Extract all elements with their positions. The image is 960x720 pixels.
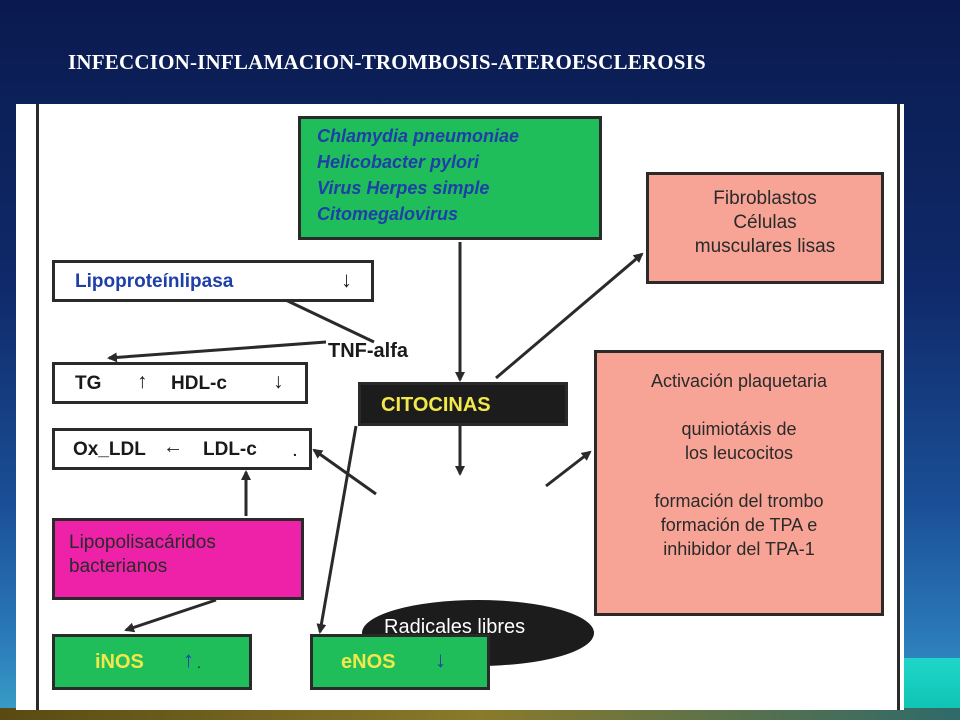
citocinas-box: CITOCINAS [358, 382, 568, 426]
diagram-panel: Chlamydia pneumoniae Helicobacter pylori… [16, 104, 904, 710]
enos-box: eNOS ↓ [310, 634, 490, 690]
arrow-radicales-activacion [545, 450, 592, 488]
activacion-line-6: formación del trombo [654, 491, 824, 511]
citocinas-label: CITOCINAS [381, 394, 491, 416]
tg-up-arrow: ↑ [137, 370, 148, 393]
ldl-dot: . [293, 443, 297, 459]
activacion-line-2 [597, 393, 881, 417]
bacteria-1: Chlamydia pneumoniae [317, 126, 520, 146]
fibroblastos-line-1: Fibroblastos [713, 188, 817, 209]
inos-up-arrow: ↑ [183, 647, 194, 672]
radicales-label: Radicales libres [384, 616, 526, 638]
bacteria-box: Chlamydia pneumoniae Helicobacter pylori… [298, 116, 602, 240]
inos-box: iNOS ↑ . [52, 634, 252, 690]
activacion-line-8: inhibidor del TPA-1 [663, 539, 815, 559]
arrow-radicales-oxldl [312, 448, 377, 496]
tg-label: TG [75, 373, 102, 394]
bacteria-3: Virus Herpes simple [317, 178, 490, 198]
arrow-citocinas-enos [316, 425, 358, 634]
lipoproteinlipasa-label: Lipoproteínlipasa [75, 271, 234, 292]
hdl-down-arrow: ↓ [273, 370, 284, 393]
hdl-label: HDL-c [171, 373, 227, 394]
diagram-arrows [107, 242, 644, 634]
activacion-line-4: los leucocitos [684, 443, 794, 463]
fibroblastos-box: Fibroblastos Células musculares lisas [646, 172, 884, 284]
activacion-line-1: Activación plaquetaria [650, 371, 828, 391]
activacion-box: Activación plaquetaria quimiotáxis de lo… [594, 350, 884, 616]
activacion-line-7: formación de TPA e [660, 515, 818, 535]
lipopolisacaridos-line-2: bacterianos [69, 556, 168, 577]
fibroblastos-line-3: musculares lisas [694, 236, 836, 257]
enos-label: eNOS [341, 651, 396, 673]
inos-dot: . [197, 655, 201, 671]
oxldl-label: Ox_LDL [73, 439, 146, 460]
lipopolisacaridos-line-1: Lipopolisacáridos [69, 532, 216, 553]
oxldl-left-arrow: ← [163, 436, 183, 458]
enos-down-arrow: ↓ [435, 647, 446, 672]
tnf-alfa-label: TNF-alfa [328, 340, 408, 362]
tg-hdl-box: TG ↑ HDL-c ↓ [52, 362, 308, 404]
bottom-decoration [0, 708, 960, 720]
oxldl-box: Ox_LDL ← LDL-c . [52, 428, 312, 470]
diagram-frame [36, 104, 900, 710]
ldl-label: LDL-c [203, 439, 257, 460]
activacion-line-3: quimiotáxis de [681, 419, 797, 439]
bacteria-2: Helicobacter pylori [317, 152, 480, 172]
arrow-lps-inos [124, 598, 217, 633]
inos-label: iNOS [95, 651, 144, 673]
fibroblastos-line-2: Células [733, 212, 797, 233]
lipoproteinlipasa-down-arrow: ↓ [341, 267, 352, 292]
arrow-tnf-tg [107, 340, 327, 363]
bacteria-4: Citomegalovirus [317, 204, 459, 224]
activacion-line-5 [597, 465, 881, 489]
lipopolisacaridos-box: Lipopolisacáridos bacterianos [52, 518, 304, 600]
lipoproteinlipasa-box: Lipoproteínlipasa ↓ [52, 260, 374, 302]
arrow-citocinas-fibroblastos [495, 252, 644, 380]
slide-title: INFECCION-INFLAMACION-TROMBOSIS-ATEROESC… [68, 50, 706, 74]
